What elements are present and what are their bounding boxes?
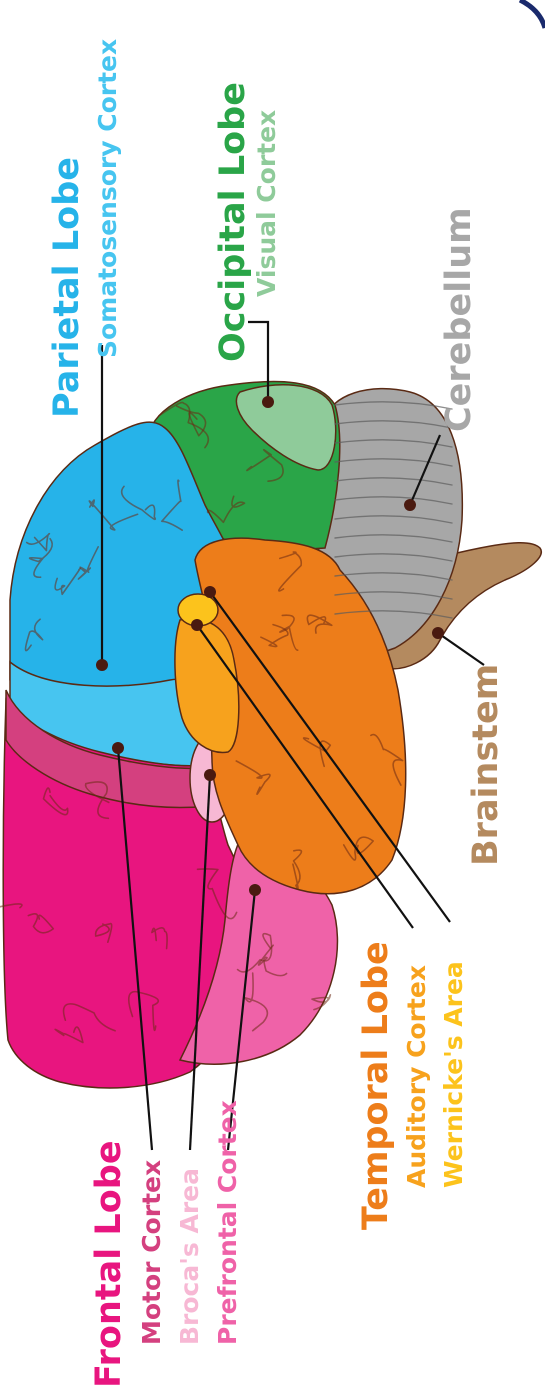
dot-prefrontal (249, 884, 261, 896)
label-cerebellum: Cerebellum (439, 207, 479, 432)
label-prefrontal-cortex: Prefrontal Cortex (213, 1100, 242, 1345)
label-brocas-area: Broca's Area (175, 1168, 204, 1345)
label-visual-cortex: Visual Cortex (252, 110, 281, 297)
label-wernickes-area: Wernicke's Area (439, 961, 468, 1188)
dot-visual (262, 396, 274, 408)
dot-cerebellum (404, 499, 416, 511)
dot-auditory (191, 619, 203, 631)
leader-brainstem (438, 633, 484, 665)
label-brainstem: Brainstem (466, 664, 506, 866)
label-frontal-lobe: Frontal Lobe (89, 1140, 129, 1388)
dot-broca (204, 769, 216, 781)
dot-wernicke (204, 586, 216, 598)
label-occipital-lobe: Occipital Lobe (213, 82, 253, 362)
dot-somatosensory (96, 659, 108, 671)
label-temporal-lobe: Temporal Lobe (356, 941, 396, 1230)
label-somatosensory-cortex: Somatosensory Cortex (93, 39, 122, 358)
label-auditory-cortex: Auditory Cortex (402, 965, 431, 1188)
label-parietal-lobe: Parietal Lobe (47, 157, 87, 418)
corner-logo-arc (520, 0, 545, 28)
dot-motor (112, 742, 124, 754)
dot-brainstem (432, 627, 444, 639)
label-motor-cortex: Motor Cortex (137, 1160, 166, 1345)
